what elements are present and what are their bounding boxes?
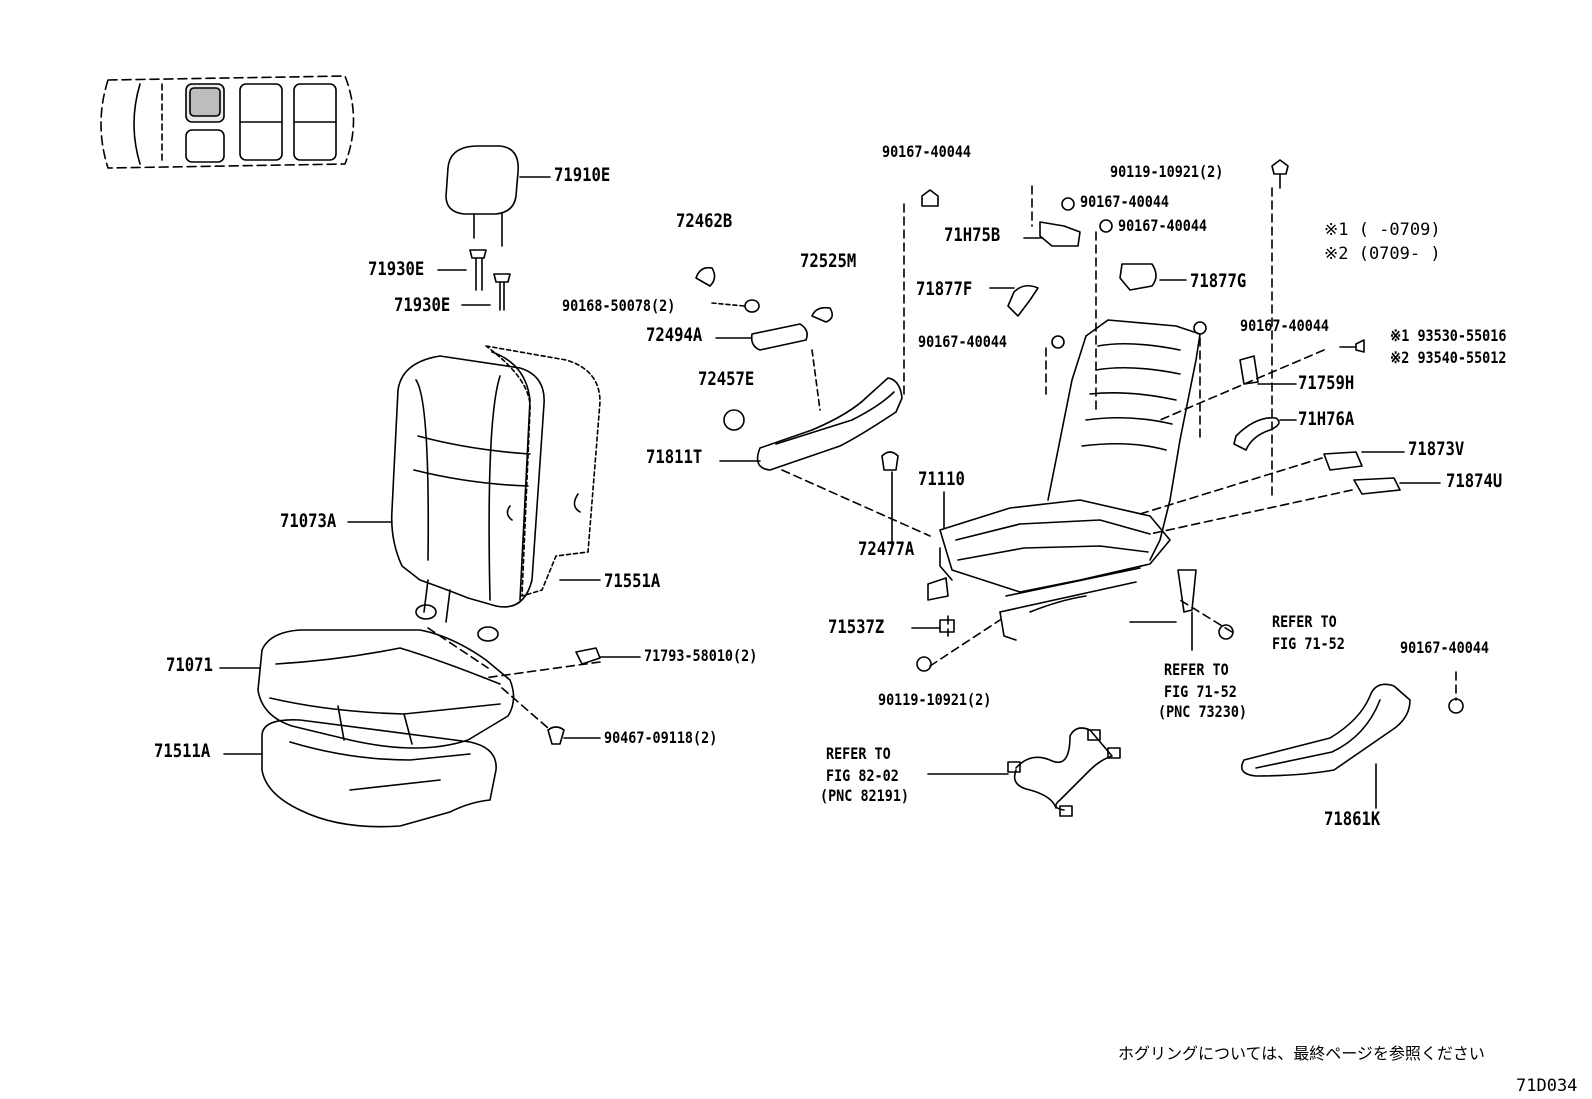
- refer-to-pnc: (PNC 73230): [1158, 702, 1248, 721]
- part-label-90119-10921-bottom: 90119-10921(2): [878, 690, 992, 709]
- refer-to-pnc: (PNC 82191): [820, 786, 910, 805]
- outer-side-cover: [1240, 683, 1411, 809]
- headrest-guide-part: [437, 249, 511, 311]
- headrest-part: [445, 145, 551, 247]
- part-label-90167-40044-e: 90167-40044: [1240, 316, 1330, 335]
- applicability-note-2: ※2 (0709- ): [1324, 244, 1441, 264]
- seat-back-assembly: [347, 355, 545, 642]
- part-label-71873v: 71873V: [1408, 438, 1465, 460]
- part-label-72494a: 72494A: [646, 324, 703, 346]
- part-label-71874u: 71874U: [1446, 470, 1503, 492]
- leader-lines: [427, 185, 1457, 729]
- part-label-90167-40044-top: 90167-40044: [882, 142, 972, 161]
- part-label-71h75b: 71H75B: [944, 224, 1001, 246]
- clip-part: [547, 647, 641, 745]
- part-label-71877f: 71877F: [916, 278, 973, 300]
- part-label-71793-58010: 71793-58010(2): [644, 646, 758, 665]
- refer-to-label: REFER TO: [1164, 660, 1229, 679]
- part-label-71537z: 71537Z: [828, 616, 885, 638]
- part-label-72525m: 72525M: [800, 250, 857, 272]
- part-label-72477a: 72477A: [858, 538, 915, 560]
- bolt-icons: [916, 159, 1464, 714]
- part-label-71551a: 71551A: [604, 570, 661, 592]
- part-label-71811t: 71811T: [646, 446, 703, 468]
- refer-to-label: REFER TO: [1272, 612, 1337, 631]
- part-label-90167-40044-b: 90167-40044: [1080, 192, 1170, 211]
- part-label-71759h: 71759H: [1298, 372, 1355, 394]
- wire-harness-part: [927, 727, 1121, 817]
- part-label-71877g: 71877G: [1190, 270, 1247, 292]
- part-label-90119-10921-top: 90119-10921(2): [1110, 162, 1224, 181]
- part-label-72457e: 72457E: [698, 368, 755, 390]
- part-label-90167-40044-f: 90167-40044: [1400, 638, 1490, 657]
- figure-code: 71D034: [1516, 1076, 1578, 1096]
- part-label-93540-55012: ※2 93540-55012: [1390, 348, 1507, 367]
- bracket-part: [989, 221, 1441, 495]
- part-label-71930e-upper: 71930E: [368, 258, 425, 280]
- part-label-71110: 71110: [918, 468, 965, 490]
- part-label-93530-55016: ※1 93530-55016: [1390, 326, 1507, 345]
- part-label-71910e: 71910E: [554, 164, 611, 186]
- seat-cushion-assembly: [219, 629, 515, 749]
- vehicle-locator-icon: [100, 75, 355, 169]
- part-label-72462b: 72462B: [676, 210, 733, 232]
- refer-to-figure: FIG 71-52: [1164, 682, 1237, 701]
- part-label-71071: 71071: [166, 654, 213, 676]
- part-label-71h76a: 71H76A: [1298, 408, 1355, 430]
- refer-to-figure: FIG 71-52: [1272, 634, 1345, 653]
- part-label-71930e-lower: 71930E: [394, 294, 451, 316]
- seat-cushion-pad: [223, 719, 497, 828]
- part-label-90167-40044-d: 90167-40044: [918, 332, 1008, 351]
- applicability-note-1: ※1 ( -0709): [1324, 220, 1441, 240]
- footer-note: ホグリングについては、最終ページを参照ください: [1118, 1044, 1485, 1063]
- part-label-71861k: 71861K: [1324, 808, 1381, 830]
- handle-knob-part: [695, 266, 834, 411]
- part-label-90168-50078: 90168-50078(2): [562, 296, 676, 315]
- part-label-71511a: 71511A: [154, 740, 211, 762]
- part-label-90167-40044-c: 90167-40044: [1118, 216, 1208, 235]
- refer-to-figure: FIG 82-02: [826, 766, 899, 785]
- seat-back-board: [485, 345, 601, 601]
- seat-frame-assembly: [911, 319, 1201, 651]
- side-cover-part: [719, 377, 903, 549]
- refer-to-label: REFER TO: [826, 744, 891, 763]
- part-label-71073a: 71073A: [280, 510, 337, 532]
- part-label-90467-09118: 90467-09118(2): [604, 728, 718, 747]
